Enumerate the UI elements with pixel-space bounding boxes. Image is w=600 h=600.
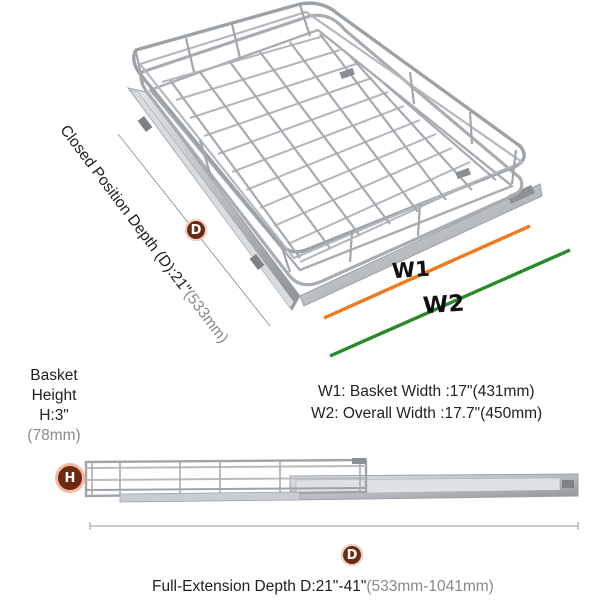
basket-height-label: Basket Height H:3" (78mm) — [18, 366, 90, 446]
w2-description: W2: Overall Width :17.7"(450mm) — [311, 405, 543, 422]
w1-tag: W1 — [391, 256, 431, 284]
w2-tag: W2 — [422, 290, 466, 320]
basket-side-view-illustration — [84, 458, 579, 503]
height-line-3: H:3" — [39, 407, 69, 424]
w2-width-line — [329, 248, 571, 358]
height-badge: H — [58, 466, 82, 490]
height-line-1: Basket — [30, 367, 78, 384]
w1-description: W1: Basket Width :17"(431mm) — [318, 383, 535, 400]
full-extension-badge: D — [341, 544, 363, 566]
height-metric: (78mm) — [27, 427, 81, 444]
full-extension-label: Full-Extension Depth D:21"-41"(533mm-104… — [152, 578, 494, 596]
full-extension-metric: (533mm-1041mm) — [366, 578, 494, 595]
closed-depth-badge: D — [185, 219, 207, 241]
full-extension-text: Full-Extension Depth D:21"-41" — [152, 578, 367, 595]
w1-width-line — [323, 224, 531, 320]
height-line-2: Height — [31, 387, 77, 404]
